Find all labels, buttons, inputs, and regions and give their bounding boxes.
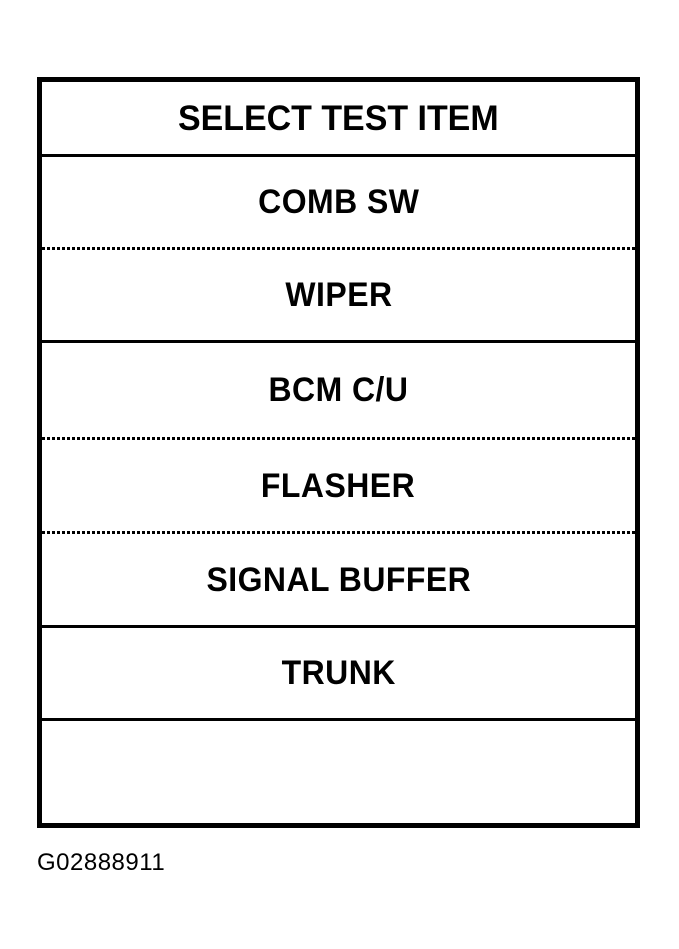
menu-item-signal-buffer[interactable]: SIGNAL BUFFER xyxy=(42,534,635,628)
menu-item-label: TRUNK xyxy=(281,654,396,692)
menu-item-label: WIPER xyxy=(284,276,393,314)
menu-item-trunk[interactable]: TRUNK xyxy=(42,628,635,721)
menu-item-comb-sw[interactable]: COMB SW xyxy=(42,157,635,250)
menu-header-row: SELECT TEST ITEM xyxy=(42,82,635,157)
menu-item-wiper[interactable]: WIPER xyxy=(42,250,635,343)
figure-caption: G02888911 xyxy=(37,849,166,876)
menu-item-label: FLASHER xyxy=(261,466,416,505)
menu-item-label: BCM C/U xyxy=(268,371,409,409)
menu-item-bcm-cu[interactable]: BCM C/U xyxy=(42,343,635,440)
menu-item-empty[interactable] xyxy=(42,721,635,823)
menu-item-label: COMB SW xyxy=(257,183,420,221)
select-test-item-menu-panel: SELECT TEST ITEM COMB SW WIPER BCM C/U F… xyxy=(37,77,640,828)
menu-item-flasher[interactable]: FLASHER xyxy=(42,440,635,534)
menu-header-label: SELECT TEST ITEM xyxy=(178,98,499,138)
menu-item-label: SIGNAL BUFFER xyxy=(206,560,471,599)
